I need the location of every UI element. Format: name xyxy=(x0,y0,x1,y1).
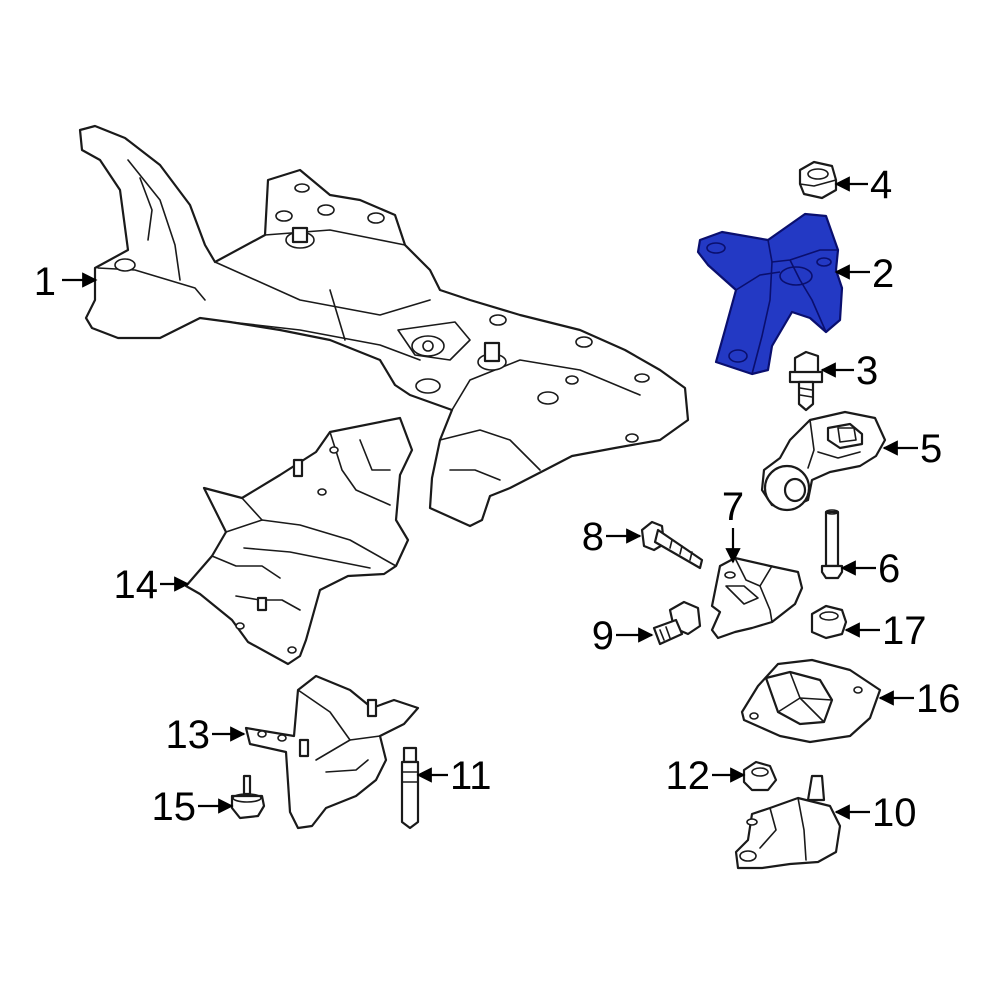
part-6-long-bolt[interactable] xyxy=(820,509,844,580)
callout-16: 16 xyxy=(916,677,961,721)
callout-12: 12 xyxy=(666,754,711,798)
part-5-rear-mount[interactable] xyxy=(760,410,887,512)
callout-10: 10 xyxy=(872,791,917,835)
callout-13: 13 xyxy=(166,713,211,757)
callout-14: 14 xyxy=(114,563,159,607)
callout-6: 6 xyxy=(878,547,900,591)
part-16-mount-plate[interactable] xyxy=(740,658,882,744)
part-2-transmission-mount[interactable] xyxy=(696,212,844,376)
part-8-bolt[interactable] xyxy=(640,520,704,570)
callout-2: 2 xyxy=(872,252,894,296)
part-4-nut[interactable] xyxy=(798,160,838,200)
leader-lines xyxy=(62,176,918,820)
callout-15: 15 xyxy=(152,785,197,829)
part-15-bolt[interactable] xyxy=(230,774,266,820)
callout-8: 8 xyxy=(582,515,604,559)
callout-5: 5 xyxy=(920,427,942,471)
part-3-bolt[interactable] xyxy=(788,350,824,412)
callout-9: 9 xyxy=(592,614,614,658)
part-13-bracket[interactable] xyxy=(244,674,420,830)
callout-7: 7 xyxy=(722,485,744,529)
callout-3: 3 xyxy=(856,349,878,393)
part-17-nut[interactable] xyxy=(810,604,848,640)
callout-4: 4 xyxy=(870,163,892,207)
callout-17: 17 xyxy=(882,609,927,653)
callout-labels: 1 2 3 4 5 6 7 8 9 10 11 12 13 14 15 16 1… xyxy=(34,163,961,835)
part-10-engine-mount[interactable] xyxy=(734,774,842,870)
part-14-splash-shield[interactable] xyxy=(184,416,414,666)
part-11-stud[interactable] xyxy=(400,746,420,830)
callout-11: 11 xyxy=(450,754,492,798)
part-1-subframe[interactable] xyxy=(78,124,690,528)
part-9-bolt[interactable] xyxy=(652,600,702,646)
part-7-bracket[interactable] xyxy=(710,556,804,640)
callout-1: 1 xyxy=(34,260,56,304)
part-12-nut[interactable] xyxy=(742,760,778,792)
